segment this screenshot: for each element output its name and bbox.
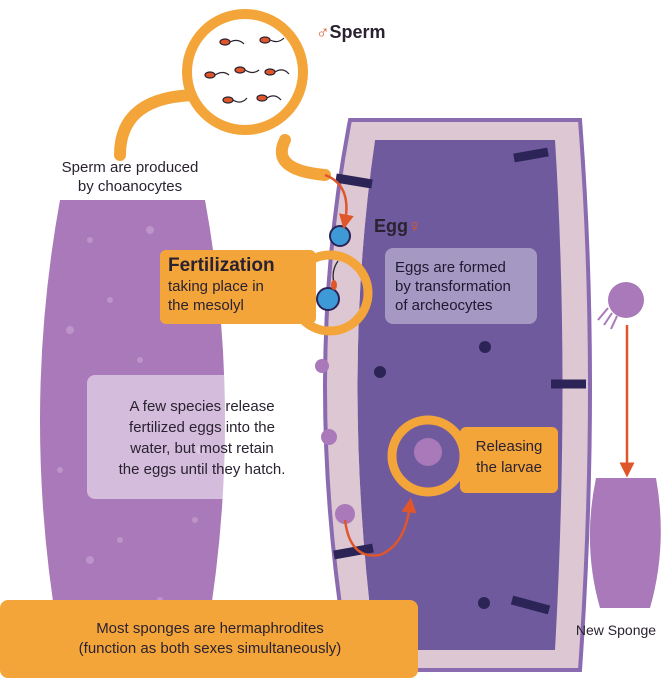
male-symbol: ♂ xyxy=(316,22,330,42)
sperm-circle xyxy=(182,9,308,135)
eggs-formed-note xyxy=(385,248,537,324)
few-species-text: A few species release fertilized eggs in… xyxy=(118,398,286,478)
releasing-text: Releasing the larvae xyxy=(475,438,543,476)
new-sponge-label: New Sponge xyxy=(575,622,657,638)
free-larva xyxy=(608,282,644,318)
central-sponge-cavity xyxy=(357,140,563,650)
fertilization-text: Fertilization taking place in the mesoly… xyxy=(168,255,275,314)
hermaphrodites-box xyxy=(0,600,418,678)
free-larva-cilia xyxy=(597,307,618,330)
egg-cell xyxy=(329,225,351,247)
sperm-connector-left xyxy=(114,89,206,161)
sperm-path-arrow xyxy=(324,173,354,230)
few-species-note xyxy=(87,375,309,499)
larvae-in-wall xyxy=(315,359,355,524)
female-symbol: ♀ xyxy=(408,216,422,236)
sperm-connector-right xyxy=(275,134,331,181)
eggs-formed-text: Eggs are formed by transformation of arc… xyxy=(395,259,511,314)
new-sponge xyxy=(589,478,661,608)
releasing-box xyxy=(460,427,558,493)
pore-canals xyxy=(333,147,586,615)
sperm-cells xyxy=(204,36,290,104)
hermaphrodites-text: Most sponges are hermaphrodites (functio… xyxy=(78,620,342,657)
fertilization-box xyxy=(160,250,316,324)
sperm-label: ♂Sperm xyxy=(316,22,386,42)
fertilized-egg xyxy=(316,287,340,311)
larva-icon xyxy=(414,438,442,466)
sperm-produced-text: Sperm are produced by choanocytes xyxy=(61,159,199,195)
sperm-head xyxy=(331,280,337,290)
larvae-path-arrow xyxy=(343,497,417,557)
egg-label: Egg♀ xyxy=(374,216,422,236)
